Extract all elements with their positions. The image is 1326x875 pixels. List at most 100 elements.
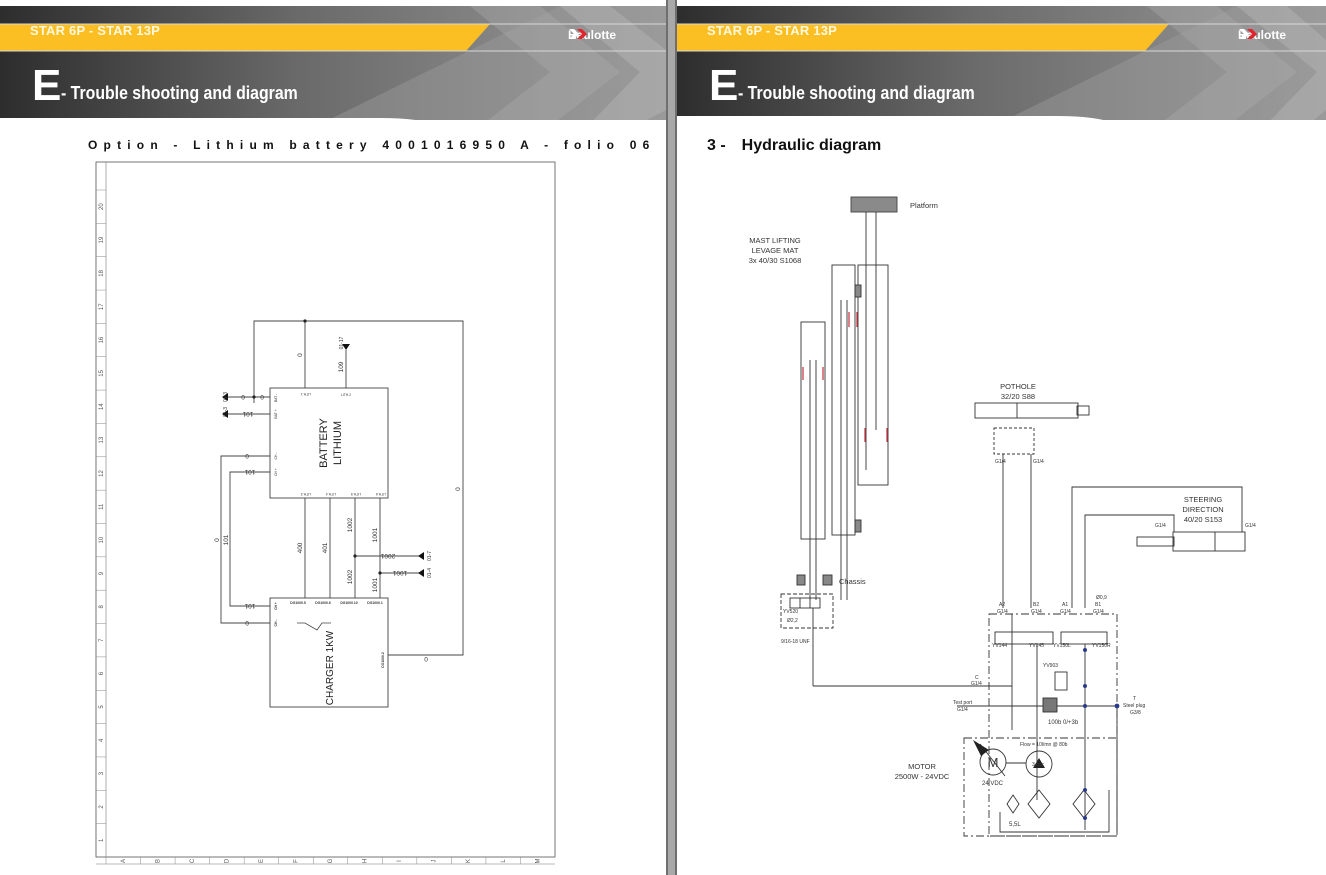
charger-pin-2: DG1000.6 xyxy=(315,601,331,605)
yv903-valve xyxy=(1054,671,1068,691)
wire-label-1001-c: 1001 xyxy=(392,569,407,576)
column-label: J xyxy=(432,860,438,863)
label-platform: Platform xyxy=(910,201,938,210)
ref-01-3-a: 01-3 xyxy=(223,392,229,402)
row-label: 2 xyxy=(99,805,105,809)
battery-lithium-box xyxy=(269,387,389,499)
row-label: 20 xyxy=(99,203,105,210)
row-label: 9 xyxy=(99,571,105,575)
label-motor-m: M xyxy=(988,755,999,770)
label-test-port: Test port xyxy=(953,700,973,706)
battery-title-2: LITHIUM xyxy=(332,421,344,465)
junction-dots xyxy=(252,319,382,575)
label-g14-a: G1/4 xyxy=(995,459,1006,465)
row-label: 3 xyxy=(99,771,105,775)
page-header: STAR 6P - STAR 13P Haulotte E - Trouble … xyxy=(0,0,666,140)
label-a1: A1 xyxy=(1062,602,1068,608)
label-motor-1: MOTOR xyxy=(908,762,936,771)
battery-pin-top-2: LITH.2 xyxy=(341,393,351,397)
label-relief: 100b 0/+3b xyxy=(1048,720,1079,726)
label-chassis: Chassis xyxy=(839,577,866,586)
label-mast-2: LEVAGE MAT xyxy=(752,246,799,255)
label-tank: 5,5L xyxy=(1009,822,1021,828)
wire-label-101-a: 101 xyxy=(242,410,253,417)
wire-label-101-b: 101 xyxy=(244,468,255,475)
section-title: E - Trouble shooting and diagram xyxy=(709,64,1007,108)
drawing-frame xyxy=(95,161,556,858)
label-b1-g14: G1/4 xyxy=(1093,609,1104,615)
wire-label-0-f: 0 xyxy=(245,619,249,626)
wire-label-0-a: 0 xyxy=(297,353,304,357)
battery-pin-bottom-2: LITH.4 xyxy=(326,492,336,496)
wire-label-0-d: 0 xyxy=(245,452,249,459)
label-d09: Ø0,9 xyxy=(1096,595,1107,601)
model-name: STAR 6P - STAR 13P xyxy=(30,23,161,38)
label-g14-d: G1/4 xyxy=(1245,523,1256,529)
arrow-01-3b-icon xyxy=(222,410,228,418)
steering-cylinder xyxy=(1172,531,1246,552)
label-b1: B1 xyxy=(1095,602,1101,608)
header-banner xyxy=(677,6,1326,140)
switch-symbol xyxy=(297,622,331,631)
left-page: STAR 6P - STAR 13P Haulotte E - Trouble … xyxy=(0,0,666,865)
pump-arrow-icon xyxy=(1033,758,1045,768)
wire-label-101-d: 101 xyxy=(244,602,255,609)
label-a1-g14: G1/4 xyxy=(1060,609,1071,615)
section-title: E - Trouble shooting and diagram xyxy=(32,64,330,108)
column-label: H xyxy=(363,859,369,863)
label-g14-c: G1/4 xyxy=(1155,523,1166,529)
tank xyxy=(999,790,1110,833)
label-yv150l: YV150L xyxy=(1053,643,1071,649)
valve-manifold-box xyxy=(988,613,1118,837)
column-label: F xyxy=(294,859,300,863)
right-page: STAR 6P - STAR 13P Haulotte E - Trouble … xyxy=(677,0,1326,875)
row-label: 18 xyxy=(99,269,105,276)
column-label: I xyxy=(397,860,403,862)
label-flow: Flow = 10l/mn @ 80b xyxy=(1020,742,1068,748)
row-label: 8 xyxy=(99,605,105,609)
label-steering-3: 40/20 S153 xyxy=(1184,515,1222,524)
label-b2: B2 xyxy=(1033,602,1039,608)
row-label: 10 xyxy=(99,536,105,543)
column-label: E xyxy=(259,859,265,863)
pump-symbol xyxy=(1025,750,1053,778)
ref-01-17: 01-17 xyxy=(339,336,345,349)
label-pothole-1: POTHOLE xyxy=(1000,382,1036,391)
label-steering-1: STEERING xyxy=(1184,495,1223,504)
battery-pin-bottom-4: LITH.6 xyxy=(376,492,386,496)
row-label: 13 xyxy=(99,436,105,443)
row-label: 16 xyxy=(99,336,105,343)
wire-label-0-e: 0 xyxy=(214,538,221,542)
column-label: M xyxy=(535,859,541,864)
brand-logo: Haulotte xyxy=(1238,28,1286,42)
wire-label-1001-a: 1001 xyxy=(372,527,379,542)
model-name: STAR 6P - STAR 13P xyxy=(707,23,838,38)
arrow-01-7-icon xyxy=(418,552,424,560)
column-label: B xyxy=(155,859,161,863)
row-label: 6 xyxy=(99,671,105,675)
battery-pin-left-2: BAT + xyxy=(274,409,278,418)
row-label: 19 xyxy=(99,236,105,243)
wire-label-2001: 2001 xyxy=(380,552,395,559)
label-t: T xyxy=(1133,696,1136,702)
arrow-01-3-icon xyxy=(222,393,228,401)
label-d22: Ø2,2 xyxy=(787,618,798,624)
platform-block xyxy=(850,196,898,213)
diagram-subtitle: Option - Lithium battery 4001016950 A - … xyxy=(88,138,656,152)
label-yv145: YV145 xyxy=(1029,643,1044,649)
relief-valve xyxy=(1042,697,1058,713)
label-motor-2: 2500W - 24VDC xyxy=(895,772,950,781)
row-label: 14 xyxy=(99,403,105,410)
label-mast-1: MAST LIFTING xyxy=(749,236,801,245)
header-banner xyxy=(0,6,666,140)
chevron-logo-icon xyxy=(1239,29,1257,39)
row-label: 1 xyxy=(99,838,105,842)
wire-label-1002-a: 1002 xyxy=(347,517,354,532)
label-yv144: YV144 xyxy=(992,643,1007,649)
mast-cylinder-3 xyxy=(857,264,889,486)
page-header: STAR 6P - STAR 13P Haulotte E - Trouble … xyxy=(677,0,1326,140)
label-24vdc: 24 VDC xyxy=(982,781,1004,787)
